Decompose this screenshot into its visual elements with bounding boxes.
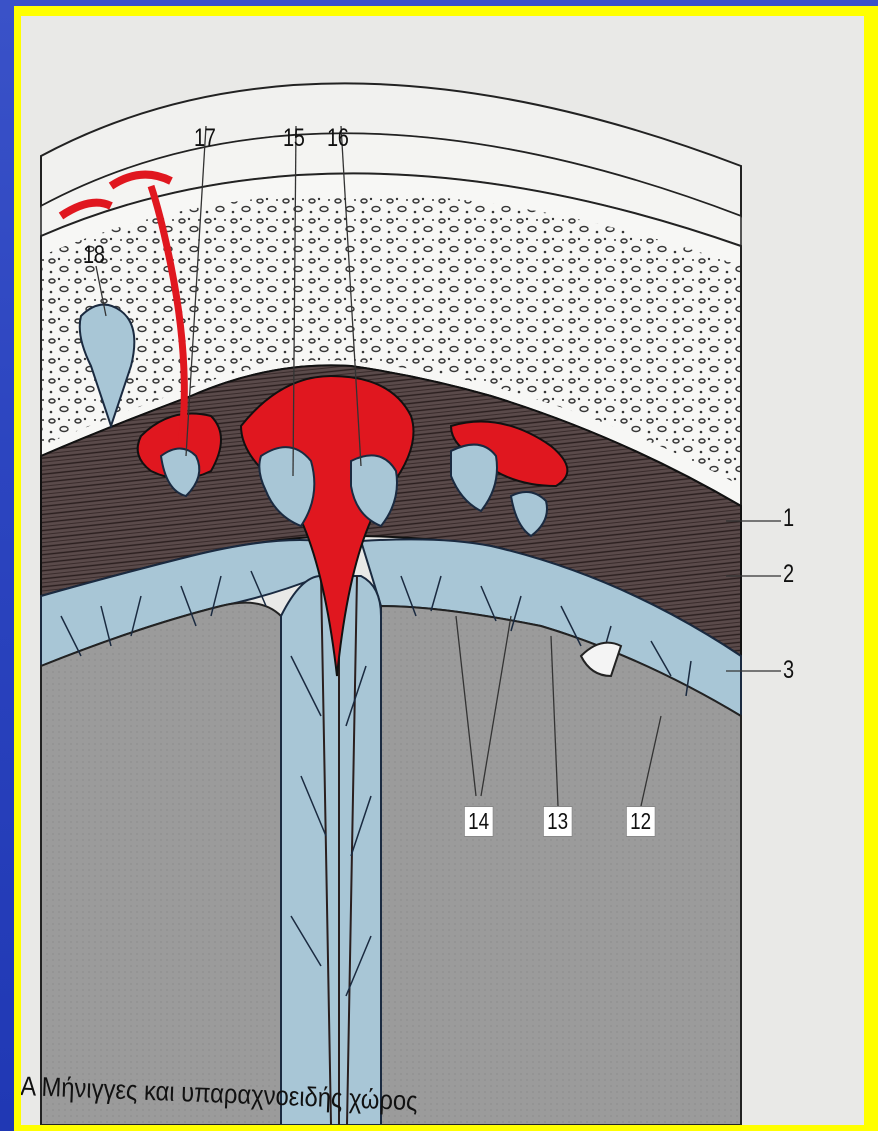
label-16: 16 [327, 124, 348, 153]
label-3: 3 [783, 656, 794, 685]
label-12: 12 [626, 806, 655, 837]
label-14: 14 [464, 806, 493, 837]
label-13: 13 [543, 806, 572, 837]
label-15: 15 [283, 124, 304, 153]
label-2: 2 [783, 560, 794, 589]
label-1: 1 [783, 504, 794, 533]
meninges-illustration [21, 16, 864, 1125]
diagram-page: 17 15 16 18 1 2 3 14 13 12 Α Μήνιγγες κα… [21, 16, 864, 1125]
label-17: 17 [194, 124, 215, 153]
label-18: 18 [83, 241, 104, 270]
